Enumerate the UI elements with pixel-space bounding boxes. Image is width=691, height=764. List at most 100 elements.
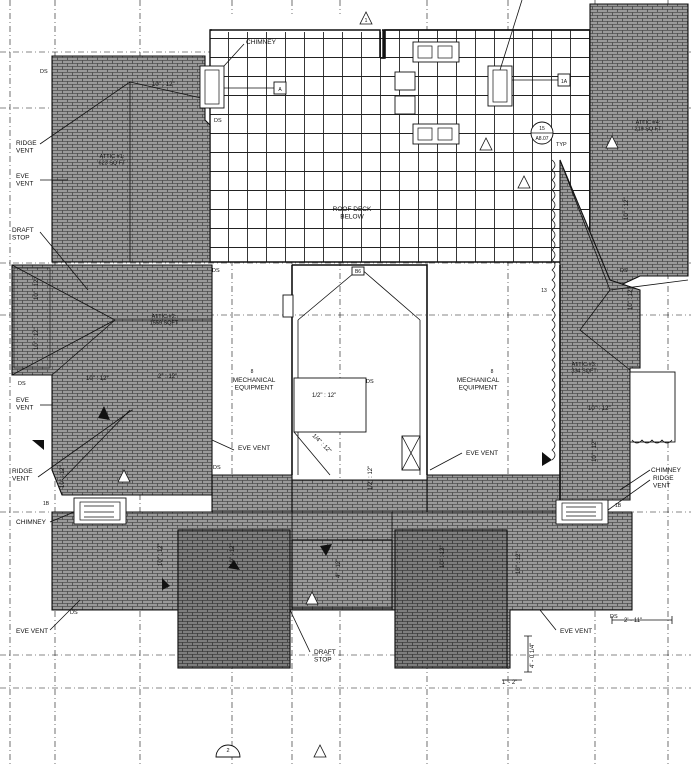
text-line: 219 SQ FT bbox=[635, 126, 663, 132]
dim-vert-left-a: 10" : 12" bbox=[34, 277, 40, 300]
text-line: 623 SQ FT bbox=[99, 160, 127, 166]
section-mark-sheet: A8.07 bbox=[535, 136, 548, 142]
dim-vert-right-c: 10" : 12" bbox=[592, 439, 598, 462]
dim-vert-bottom-a: 10" : 12" bbox=[158, 543, 164, 566]
text-line: ROOF DECK bbox=[333, 206, 372, 213]
text-line: VENT bbox=[16, 147, 33, 154]
label-attic-3: ATTIC #3:334 SQFT bbox=[571, 362, 597, 374]
detail-mark-bottom: 2 bbox=[215, 744, 241, 758]
text-line: EQUIPMENT bbox=[235, 384, 274, 391]
attic-2-roof bbox=[11, 264, 213, 496]
text-line: STOP bbox=[12, 234, 30, 241]
label-eve-vent-bottom-right: EVE VENT bbox=[560, 628, 592, 635]
text-line: DRAFT bbox=[314, 649, 336, 656]
label-ds-9: DS bbox=[212, 268, 220, 274]
tag-1a: 1A bbox=[561, 79, 568, 85]
text-line: RIDGE bbox=[653, 475, 674, 482]
chimney-right bbox=[555, 499, 609, 525]
label-chimney-top: CHIMNEY bbox=[246, 39, 277, 46]
tag-lower-left: 1B bbox=[43, 501, 50, 507]
dim-left-mid: 10" : 12" bbox=[86, 376, 109, 382]
dim-top-chimney: 10" : 12" bbox=[152, 82, 175, 88]
deck-equipment bbox=[224, 41, 571, 145]
tag-lower-right: 1B bbox=[615, 503, 622, 509]
label-chimney-right: CHIMNEY bbox=[651, 467, 682, 474]
text-line: 334 SQFT bbox=[571, 368, 597, 374]
dim-vert-bottom-d: 4" : 12" bbox=[336, 559, 342, 578]
dim-vert-bottom-e: 10" : 12" bbox=[516, 551, 522, 574]
text-line: VENT bbox=[12, 475, 29, 482]
slope-markers bbox=[32, 11, 619, 758]
dim-bottom-right-v: 4' - 0 1/4" bbox=[530, 643, 536, 668]
text-line: MECHANICAL bbox=[457, 377, 500, 384]
chimney-left bbox=[73, 497, 127, 525]
dim-vert-left-b: 10" : 12" bbox=[34, 327, 40, 350]
text-line: ATTIC #1: bbox=[100, 154, 125, 160]
text-line: 1559 SQFT bbox=[150, 320, 179, 326]
label-ds-8: DS bbox=[620, 268, 628, 274]
label-attic-2: ATTIC #2:1559 SQFT bbox=[150, 314, 179, 326]
label-chimney-left: CHIMNEY bbox=[16, 519, 47, 526]
text-line: EVE bbox=[16, 173, 30, 180]
label-ds-7: DS bbox=[610, 614, 618, 620]
text-line: BELOW bbox=[340, 213, 364, 220]
chimney-top bbox=[199, 65, 513, 109]
grid-tag-top: 1 bbox=[365, 18, 368, 24]
tag-mech-right: 8 bbox=[491, 369, 494, 375]
text-line: ATTIC #4: bbox=[636, 120, 661, 126]
dim-center-deck: 1/2" : 12" bbox=[312, 393, 336, 399]
central-structure bbox=[211, 264, 561, 500]
label-eve-vent-bottom-left: EVE VENT bbox=[16, 628, 48, 635]
label-ds-2: DS bbox=[214, 118, 222, 124]
label-ds-1: DS bbox=[40, 69, 48, 75]
label-ds-5: DS bbox=[366, 379, 374, 385]
section-mark: 15 A8.07 bbox=[530, 121, 554, 145]
tag-hatch: B6 bbox=[355, 269, 361, 275]
dim-vert-left-c: 10" : 12" bbox=[60, 465, 66, 488]
dim-vert-bottom-c: 10" : 12" bbox=[440, 545, 446, 568]
label-attic-4: ATTIC #4:219 SQ FT bbox=[635, 120, 663, 132]
dim-vert-right-b: 10" : 12" bbox=[628, 287, 634, 310]
tag-mech-left: 8 bbox=[251, 369, 254, 375]
label-attic-1: ATTIC #1:623 SQ FT bbox=[99, 154, 127, 166]
text-line: DRAFT bbox=[12, 227, 34, 234]
text-line: MECHANICAL bbox=[233, 377, 276, 384]
dim-vert-right-a: 10" : 12" bbox=[624, 197, 630, 220]
text-line: VENT bbox=[16, 404, 33, 411]
label-typ: TYP bbox=[556, 142, 567, 148]
text-line: ATTIC #2: bbox=[152, 314, 177, 320]
dim-right-mid: 10" : 12" bbox=[588, 406, 611, 412]
label-ds-4: DS bbox=[213, 465, 221, 471]
section-mark-number: 15 bbox=[539, 126, 545, 132]
label-eve-vent-center-right: EVE VENT bbox=[466, 450, 498, 457]
dimension-lines bbox=[502, 616, 673, 681]
label-eve-vent-center-left: EVE VENT bbox=[238, 445, 270, 452]
text-line: ATTIC #3: bbox=[572, 362, 597, 368]
text-line: EQUIPMENT bbox=[459, 384, 498, 391]
dim-center-diag: 1/4" : 12" bbox=[311, 433, 332, 454]
text-line: VENT bbox=[653, 482, 670, 489]
dim-center-mid: 2" : 12" bbox=[158, 374, 177, 380]
dim-vert-bottom-b: 10" : 12" bbox=[230, 543, 236, 566]
text-line: VENT bbox=[16, 180, 33, 187]
dim-bottom-right-h: 2' - 11" bbox=[624, 618, 642, 624]
text-line: EVE bbox=[16, 397, 30, 404]
detail-mark-number: 2 bbox=[226, 748, 229, 754]
tag-right-small: 13 bbox=[541, 288, 547, 294]
text-line: RIDGE bbox=[16, 140, 37, 147]
text-line: RIDGE bbox=[12, 468, 33, 475]
attic-1-roof bbox=[51, 55, 211, 263]
scalloped-edge-right bbox=[551, 159, 556, 461]
label-ds-3: DS bbox=[18, 381, 26, 387]
leader-lines bbox=[37, 0, 651, 653]
